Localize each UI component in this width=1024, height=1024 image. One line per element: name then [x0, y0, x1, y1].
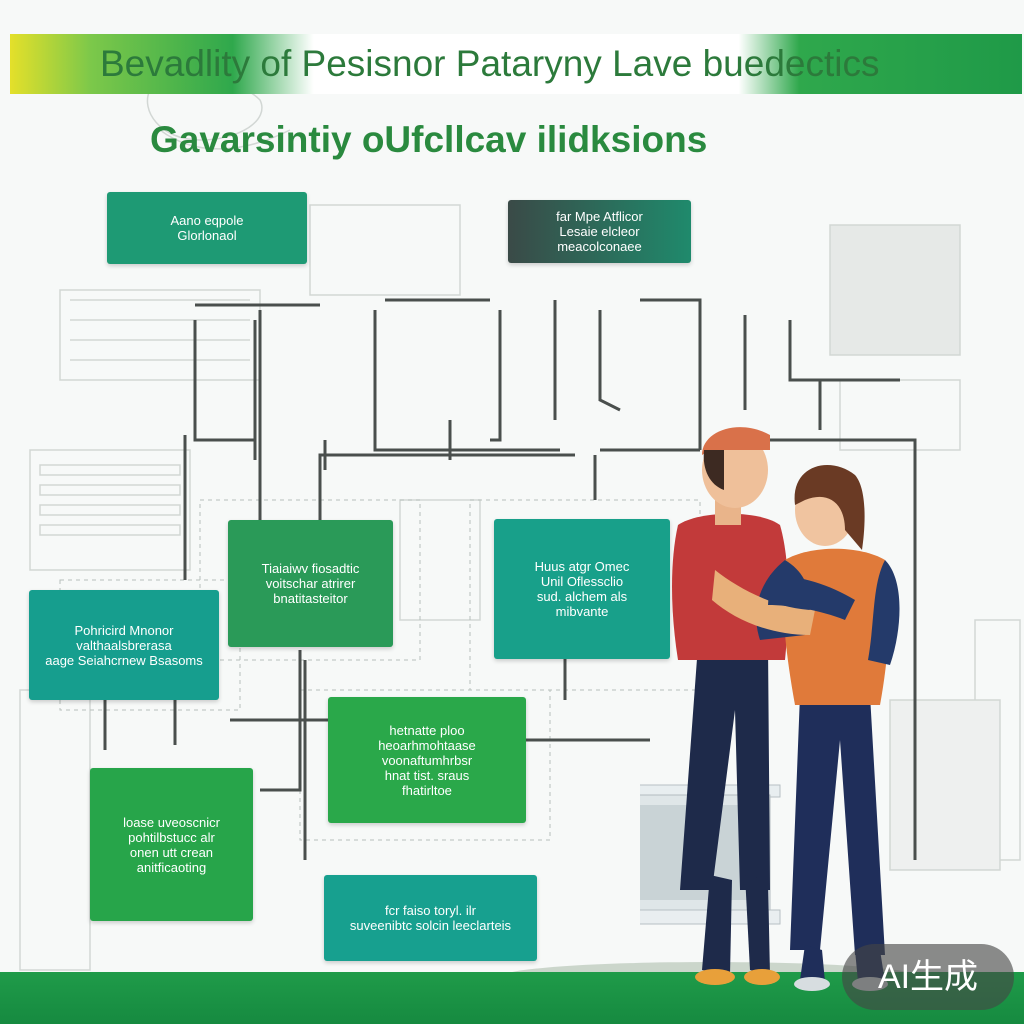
diagram-box-mid-center: Tiaiaiwv fiosadtic voitschar atrirer bna… [228, 520, 393, 647]
diagram-box-top-right: far Mpe Atflicor Lesaie elcleor meacolco… [508, 200, 691, 263]
diagram-box-bottom-left: loase uveoscnicr pohtilbstucc alr onen u… [90, 768, 253, 921]
diagram-box-left: Pohricird Mnonor valthaalsbrerasa aage S… [29, 590, 219, 700]
diagram-box-center-low: hetnatte ploo heoarhmohtaase voonaftumhr… [328, 697, 526, 823]
title-banner [10, 34, 1022, 94]
ai-generated-badge: AI生成 [842, 944, 1014, 1010]
page-title: Bevadlity of Pesisnor Pataryny Lave bued… [100, 43, 880, 84]
page-subtitle: Gavarsintiy oUfcllcav ilidksions [150, 119, 708, 160]
diagram-box-top-left: Aano eqpole Glorlonaol [107, 192, 307, 264]
diagram-box-mid-right: Huus atgr Omec Unil Oflessclio sud. alch… [494, 519, 670, 659]
diagram-box-bottom-center: fcr faiso toryl. ilr suveenibtc solcin l… [324, 875, 537, 961]
people-illustration [640, 427, 900, 991]
